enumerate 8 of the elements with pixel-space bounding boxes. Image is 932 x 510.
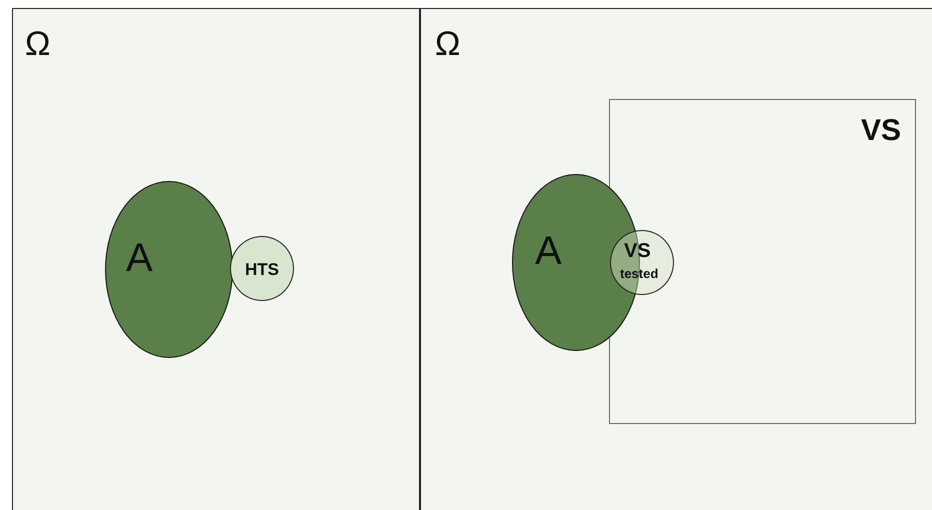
set-label: HTS xyxy=(244,261,280,278)
omega-symbol: Ω xyxy=(25,27,50,61)
set-label: VS xyxy=(860,116,901,146)
universe-panel xyxy=(420,8,932,510)
universe-panel xyxy=(12,8,420,510)
omega-symbol: Ω xyxy=(435,27,460,61)
set-label: A xyxy=(535,231,562,271)
set-label: A xyxy=(126,238,153,278)
